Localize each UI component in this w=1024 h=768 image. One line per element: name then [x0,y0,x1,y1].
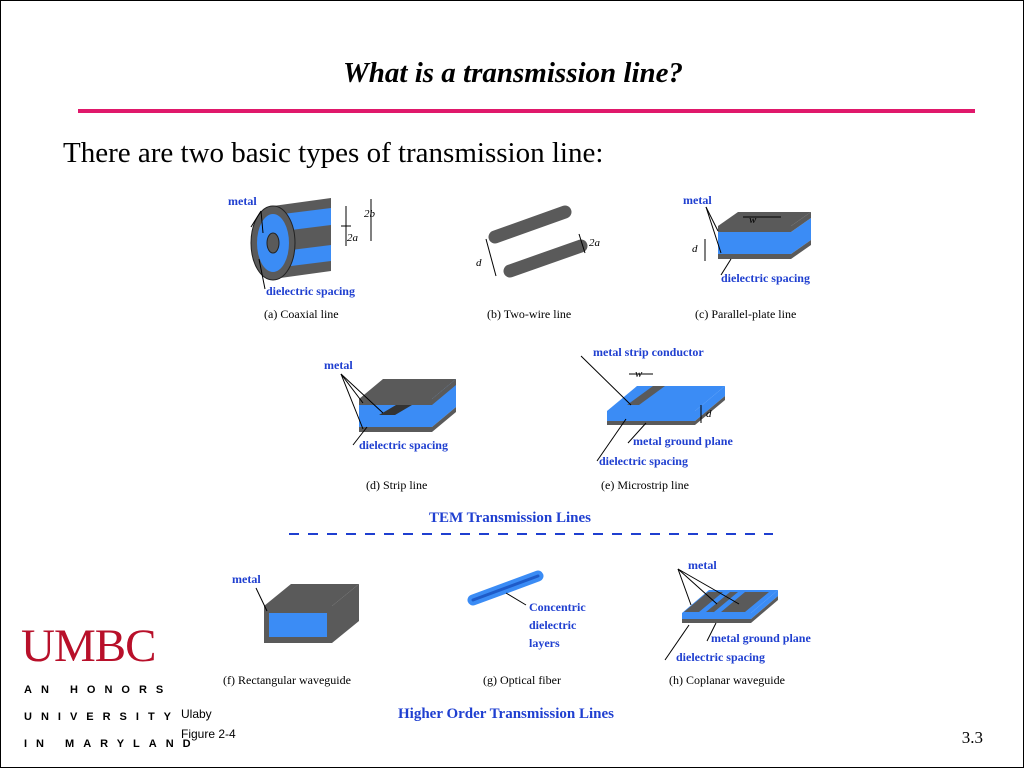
higher-order-section-label: Higher Order Transmission Lines [398,706,614,722]
caption-b: (b) Two-wire line [487,307,571,321]
caption-d: (d) Strip line [366,478,427,492]
parallel-metal-label: metal [683,193,712,207]
page-number: 3.3 [961,728,983,747]
strip-metal-label: metal [324,358,353,372]
slide-title: What is a transmission line? [342,57,684,89]
umbc-tagline-1: AN HONORS [24,684,173,696]
microstrip-dielectric-label: dielectric spacing [599,454,688,468]
optical-fiber-diagram [467,570,544,606]
lead-text: There are two basic types of transmissio… [63,137,604,169]
caption-f: (f) Rectangular waveguide [223,673,351,687]
title-divider [78,109,975,113]
coplanar-waveguide-diagram [664,568,778,661]
credit-figure: Figure 2-4 [181,727,236,741]
twowire-dim-d: d [476,257,482,269]
microstrip-conductor-label: metal strip conductor [593,345,704,359]
microstrip-dim-w: w [635,368,643,380]
caption-h: (h) Coplanar waveguide [669,673,785,687]
caption-g: (g) Optical fiber [483,673,561,687]
microstrip-dim-d: d [706,408,712,420]
umbc-tagline-3: IN MARYLAND [24,738,200,750]
coaxial-line-diagram [250,198,372,290]
parallel-dim-w: w [749,214,757,226]
coax-dim-2b: 2b [364,208,376,220]
twowire-dim-2a: 2a [589,237,601,249]
credit-author: Ulaby [181,707,212,721]
caption-a: (a) Coaxial line [264,307,339,321]
microstrip-line-diagram [580,355,725,462]
caption-c: (c) Parallel-plate line [695,307,796,321]
caption-e: (e) Microstrip line [601,478,689,492]
parallel-plate-diagram [704,206,811,276]
two-wire-line-diagram [485,205,588,278]
waveguide-metal-label: metal [232,572,261,586]
coax-metal-label: metal [228,194,257,208]
coplanar-dielectric-label: dielectric spacing [676,650,765,664]
umbc-wordmark: UMBC [21,620,156,672]
tem-section-label: TEM Transmission Lines [429,510,591,526]
coax-dielectric-label: dielectric spacing [266,284,355,298]
umbc-logo: UMBC AN HONORS UNIVERSITY IN MARYLAND [21,620,191,751]
strip-line-diagram [340,373,456,446]
parallel-dielectric-label: dielectric spacing [721,271,810,285]
umbc-tagline-2: UNIVERSITY [24,711,181,723]
rectangular-waveguide-diagram [255,584,359,643]
coplanar-ground-label: metal ground plane [711,631,811,645]
fiber-label-line1: Concentric [529,600,586,614]
coplanar-metal-label: metal [688,558,717,572]
fiber-label-line2: dielectric [529,618,577,632]
parallel-dim-d: d [692,243,698,255]
coax-dim-2a: 2a [347,232,359,244]
fiber-label-line3: layers [529,636,560,650]
strip-dielectric-label: dielectric spacing [359,438,448,452]
microstrip-ground-label: metal ground plane [633,434,733,448]
